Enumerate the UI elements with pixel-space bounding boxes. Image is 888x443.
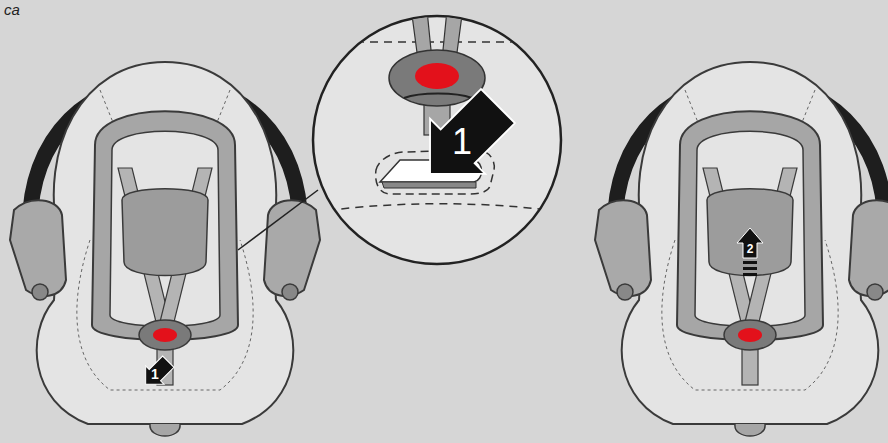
callout-number: 1 xyxy=(151,367,159,381)
callout-number: 2 xyxy=(747,243,754,255)
callout-number: 1 xyxy=(452,124,472,160)
figure-label: ca xyxy=(4,1,20,16)
